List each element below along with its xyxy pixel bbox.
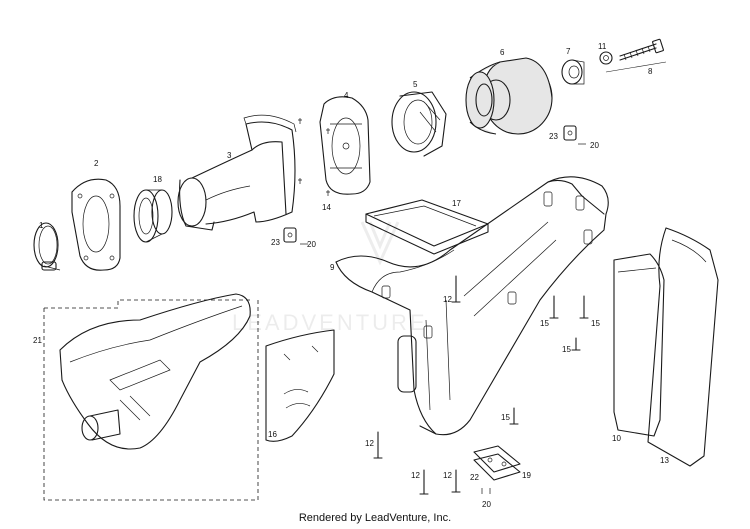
callout-6: 6: [500, 48, 505, 57]
callout-17: 17: [452, 199, 461, 208]
render-credit: Rendered by LeadVenture, Inc.: [298, 512, 452, 524]
part-lower-hull: [335, 176, 609, 436]
callout-19: 19: [522, 471, 531, 480]
callout-1: 1: [39, 221, 44, 230]
callout-20-a: 20: [307, 240, 316, 249]
callout-2: 2: [94, 159, 99, 168]
part-side-panel-13: [647, 227, 719, 467]
part-stud-bolt: [605, 38, 667, 73]
part-assembly-box: [43, 293, 259, 501]
part-hose-clamp: [33, 222, 61, 271]
callout-15-a: 15: [540, 319, 549, 328]
callout-23-b: 23: [549, 132, 558, 141]
part-gasket: [71, 178, 121, 271]
callout-20-b: 20: [590, 141, 599, 150]
callout-8: 8: [648, 67, 653, 76]
screws-upper: [298, 118, 330, 196]
callout-3: 3: [227, 151, 232, 160]
part-plate: [319, 96, 371, 195]
part-tray: [365, 199, 489, 255]
part-intake-duct: [177, 114, 297, 231]
callout-12-c: 12: [411, 471, 420, 480]
callout-9: 9: [330, 263, 335, 272]
callout-15-c: 15: [562, 345, 571, 354]
callout-23-a: 23: [271, 238, 280, 247]
part-plates-bottom: [473, 445, 521, 494]
part-foam-filter: [465, 57, 553, 135]
callout-labels: 1 2 3 4 5 6 7 8 9 10 11 12 12 12 12 13 1…: [33, 42, 669, 509]
part-rubber-boot: [133, 189, 173, 243]
watermark: LEADVENTURE: [232, 221, 428, 335]
callout-14: 14: [322, 203, 331, 212]
callout-18: 18: [153, 175, 162, 184]
watermark-text: LEADVENTURE: [232, 310, 428, 335]
bolts-15: [509, 295, 589, 425]
callout-21: 21: [33, 336, 42, 345]
part-nut: [561, 59, 585, 85]
part-shield: [265, 329, 335, 442]
callout-22: 22: [470, 473, 479, 482]
callout-20-c: 20: [482, 500, 491, 509]
callout-5: 5: [413, 80, 418, 89]
part-washer: [599, 51, 613, 65]
diagram-canvas: LEADVENTURE: [33, 38, 719, 509]
part-bracket-left: [283, 227, 308, 245]
part-side-panel-10: [613, 253, 665, 437]
callout-15-b: 15: [591, 319, 600, 328]
callout-11: 11: [598, 42, 607, 51]
callout-12-a: 12: [443, 295, 452, 304]
callout-4: 4: [344, 91, 349, 100]
callout-12-b: 12: [365, 439, 374, 448]
callout-12-d: 12: [443, 471, 452, 480]
callout-13: 13: [660, 456, 669, 465]
callout-16: 16: [268, 430, 277, 439]
bolts-12: [373, 275, 461, 495]
part-bracket-right: [563, 125, 586, 145]
part-filter-housing: [391, 91, 447, 157]
callout-7: 7: [566, 47, 571, 56]
callout-15-d: 15: [501, 413, 510, 422]
callout-10: 10: [612, 434, 621, 443]
